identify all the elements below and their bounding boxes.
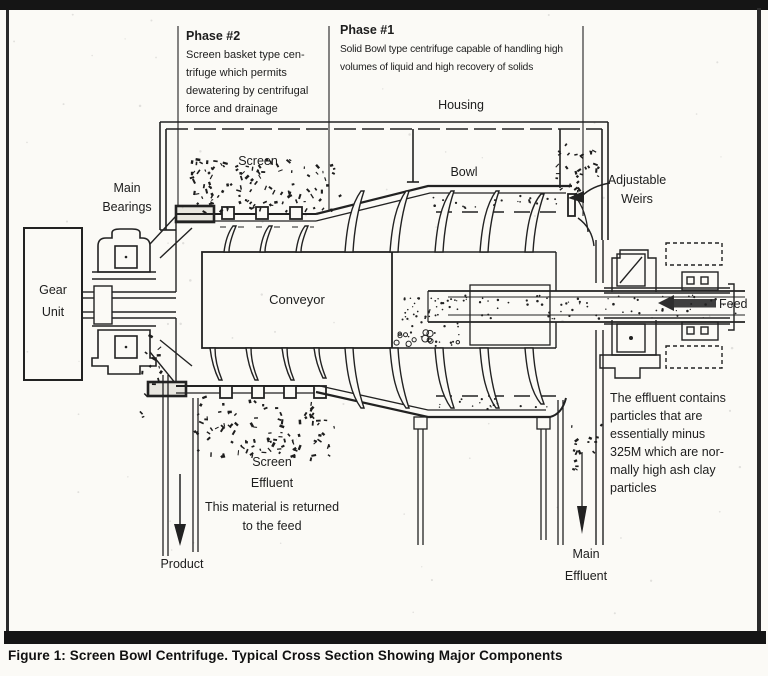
- adjustable-weir-plate: [567, 193, 576, 217]
- phase2-line: trifuge which permits: [186, 67, 287, 79]
- figure-border: [0, 0, 768, 644]
- border-bottom-bar: [4, 631, 766, 644]
- main-effluent-arrow: [577, 452, 587, 534]
- gear-unit: Gear Unit: [23, 227, 83, 381]
- svg-text:Main: Main: [572, 547, 599, 561]
- effluent-note: The effluent contains particles that are…: [610, 391, 726, 495]
- right-assembly-upper: [604, 242, 730, 294]
- svg-text:Screen: Screen: [252, 455, 292, 469]
- feed-label: Feed: [719, 297, 748, 311]
- screen-effluent-spray: [193, 395, 336, 462]
- phase1-line: Solid Bowl type centrifuge capable of ha…: [340, 44, 563, 55]
- phase2-title: Phase #2: [186, 29, 240, 43]
- feed-discharge-stipple: [401, 297, 460, 347]
- conveyor-body: Conveyor: [201, 251, 393, 349]
- phase2-line: Screen basket type cen-: [186, 49, 305, 61]
- svg-text:Adjustable: Adjustable: [608, 173, 666, 187]
- conveyor-label: Conveyor: [269, 292, 325, 307]
- svg-text:Main: Main: [113, 181, 140, 195]
- screen-hole: [289, 206, 303, 220]
- housing-label: Housing: [438, 98, 484, 112]
- weirs-leader-arrowhead: [568, 191, 584, 203]
- svg-text:essentially minus: essentially minus: [610, 427, 705, 441]
- housing-outline: [159, 121, 609, 240]
- svg-text:Effluent: Effluent: [565, 569, 608, 583]
- svg-text:325M which are nor-: 325M which are nor-: [610, 445, 724, 459]
- gear-unit-label-1: Gear: [39, 283, 67, 297]
- svg-text:particles: particles: [610, 481, 657, 495]
- rotor-neck-lines: [149, 215, 193, 385]
- screen-hole: [219, 385, 233, 399]
- border-right: [757, 8, 761, 631]
- main-effluent-particles: [571, 423, 603, 471]
- scan-noise: [13, 13, 742, 615]
- main-bearing-upper: [92, 228, 156, 280]
- product-chute: [162, 375, 199, 556]
- feed-chamber: [392, 251, 557, 349]
- border-top-bar: [0, 0, 768, 10]
- conveyor-flights-lower: [209, 347, 546, 409]
- svg-text:Weirs: Weirs: [621, 192, 653, 206]
- shaft-coupling: [93, 285, 113, 325]
- weir-spray: [555, 143, 600, 196]
- screen-spray-upper: [189, 157, 342, 214]
- product-label: Product: [160, 557, 204, 571]
- main-bearings-label: Main Bearings: [102, 181, 151, 214]
- phase1-title: Phase #1: [340, 23, 394, 37]
- phase-divider-lines: [177, 26, 584, 216]
- left-drip-particles: [139, 333, 163, 419]
- weirs-leader-line: [581, 182, 611, 197]
- main-bearing-lower: [91, 325, 157, 375]
- feed-tube-stipple: [437, 294, 737, 320]
- svg-text:The effluent contains: The effluent contains: [610, 391, 726, 405]
- weir-overflow-channel: [577, 217, 595, 247]
- right-assembly-lower: [599, 283, 735, 379]
- bowl-interior-dots-lower: [438, 397, 548, 411]
- phase2-line: force and drainage: [186, 103, 278, 115]
- conveyor-flights-upper: [223, 190, 545, 253]
- bowl-support-legs: [413, 416, 551, 545]
- phase1-note: Phase #1 Solid Bowl type centrifuge capa…: [340, 23, 563, 73]
- gear-unit-label-2: Unit: [42, 305, 65, 319]
- svg-text:Bearings: Bearings: [102, 200, 151, 214]
- phase2-note: Phase #2 Screen basket type cen- trifuge…: [186, 29, 308, 115]
- svg-text:particles that are: particles that are: [610, 409, 702, 423]
- screen-section: [146, 204, 327, 399]
- screen-label: Screen: [238, 154, 278, 168]
- phase1-line: volumes of liquid and high recovery of s…: [340, 62, 533, 73]
- adjustable-weirs-label: Adjustable Weirs: [568, 173, 666, 206]
- border-left: [6, 10, 9, 631]
- screen-hole: [251, 385, 265, 399]
- screen-hole: [255, 206, 269, 220]
- screen-effluent-label: Screen Effluent This material is returne…: [205, 455, 339, 533]
- bowl-label: Bowl: [450, 165, 477, 179]
- screen-hole: [283, 385, 297, 399]
- svg-text:mally high ash clay: mally high ash clay: [610, 463, 716, 477]
- feed-particle-squiggles: [393, 329, 461, 347]
- main-effluent-label: Main Effluent: [565, 547, 608, 583]
- feed-arrow: [658, 295, 716, 311]
- bowl-interior-dots-upper: [432, 194, 558, 210]
- drive-shaft: [82, 222, 177, 382]
- product-arrow: [174, 474, 186, 546]
- svg-text:Effluent: Effluent: [251, 476, 294, 490]
- svg-text:to the feed: to the feed: [242, 519, 301, 533]
- main-effluent-chute: [557, 400, 564, 545]
- svg-text:This material is returned: This material is returned: [205, 500, 339, 514]
- figure-caption: Figure 1: Screen Bowl Centrifuge. Typica…: [8, 648, 563, 663]
- screen-hole: [221, 206, 235, 220]
- phase2-line: dewatering by centrifugal: [186, 85, 308, 97]
